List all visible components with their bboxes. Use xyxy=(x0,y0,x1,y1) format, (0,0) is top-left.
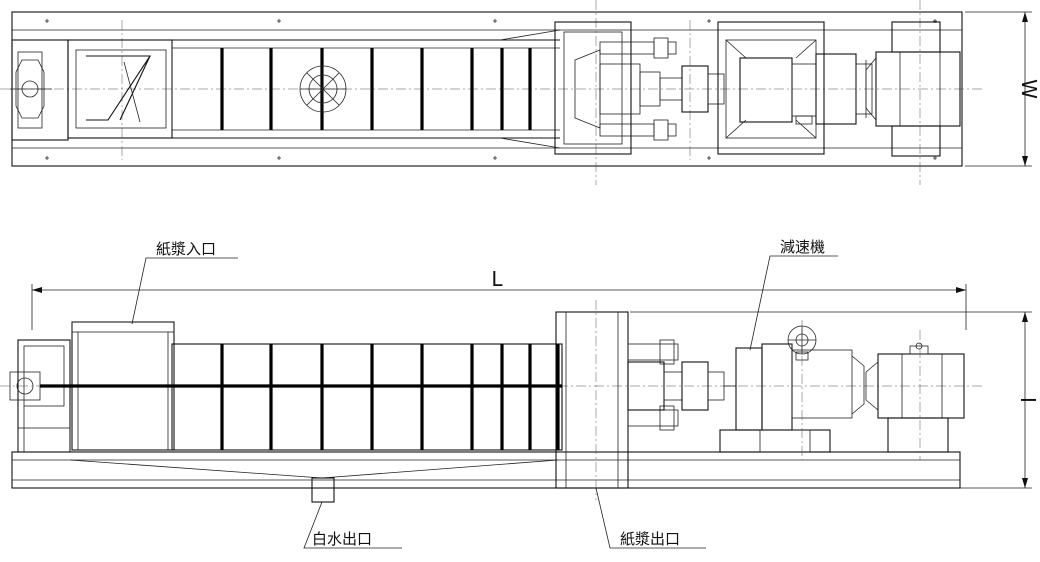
top-screw-feed xyxy=(67,39,173,139)
side-reducer xyxy=(719,320,865,460)
leader-lines xyxy=(131,255,838,549)
label-pulp-outlet: 紙漿出口 xyxy=(620,530,680,548)
side-motor xyxy=(865,330,965,460)
top-discharge-frame xyxy=(554,21,677,155)
dimension-i: I xyxy=(630,311,1040,489)
side-screen-drum xyxy=(40,343,563,451)
top-coupling xyxy=(659,65,725,113)
top-view: W xyxy=(0,0,1040,185)
label-reducer: 減速機 xyxy=(780,238,825,256)
top-motor xyxy=(865,21,961,157)
top-markers xyxy=(45,19,937,160)
label-pulp-inlet: 紙漿入口 xyxy=(156,240,216,258)
top-screen-drum xyxy=(68,29,561,149)
label-white-water-outlet: 白水出口 xyxy=(312,530,372,548)
dimension-l-label: L xyxy=(491,267,503,291)
dimension-i-label: I xyxy=(1016,397,1040,403)
side-shaft-assembly xyxy=(627,339,736,431)
dimension-l: L xyxy=(31,267,967,330)
dimension-w: W xyxy=(965,11,1040,167)
top-reducer xyxy=(717,21,873,155)
dimension-w-label: W xyxy=(1017,79,1040,99)
side-view: L I 紙漿入口 減速機 白水出口 紙漿出口 xyxy=(0,238,1040,549)
top-left-bearing xyxy=(10,39,69,141)
side-white-water-trough xyxy=(69,459,559,503)
side-left-bearing xyxy=(9,339,71,453)
top-outlet-flange xyxy=(299,65,347,113)
side-pulp-outlet xyxy=(555,300,629,500)
